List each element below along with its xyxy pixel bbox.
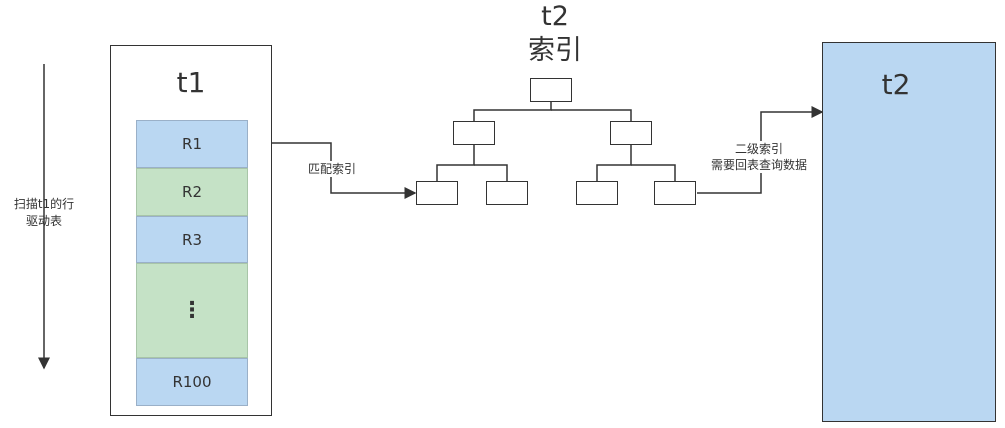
t2-table — [822, 42, 996, 422]
t1-row-ellipsis: ⋮ — [136, 263, 248, 358]
t1-row-r2: R2 — [136, 168, 248, 216]
t2-table-title: t2 — [881, 68, 911, 101]
tree-edges — [436, 102, 676, 181]
index-title-line1: t2 — [541, 1, 569, 32]
scan-label-line2: 驱动表 — [25, 214, 62, 228]
t1-row-r1: R1 — [136, 120, 248, 168]
t1-row-r3: R3 — [136, 216, 248, 263]
index-leaf-node-4 — [654, 181, 696, 205]
secondary-index-label-line1: 二级索引 — [734, 142, 783, 156]
index-leaf-node-2 — [486, 181, 528, 205]
index-branch-node-left — [453, 121, 495, 145]
index-leaf-node-3 — [576, 181, 618, 205]
scan-label: 扫描t1的行 驱动表 — [6, 196, 82, 230]
index-leaf-node-1 — [416, 181, 458, 205]
t1-row-r100: R100 — [136, 358, 248, 406]
t1-table-title: t1 — [176, 66, 206, 99]
index-title: t2 索引 — [490, 0, 620, 68]
index-branch-node-right — [610, 121, 652, 145]
secondary-index-label: 二级索引 需要回表查询数据 — [700, 141, 818, 173]
match-index-label: 匹配索引 — [300, 161, 364, 177]
index-root-node — [530, 78, 572, 102]
index-title-line2: 索引 — [528, 35, 582, 66]
secondary-index-label-line2: 需要回表查询数据 — [710, 158, 807, 172]
scan-label-line1: 扫描t1的行 — [13, 197, 75, 211]
